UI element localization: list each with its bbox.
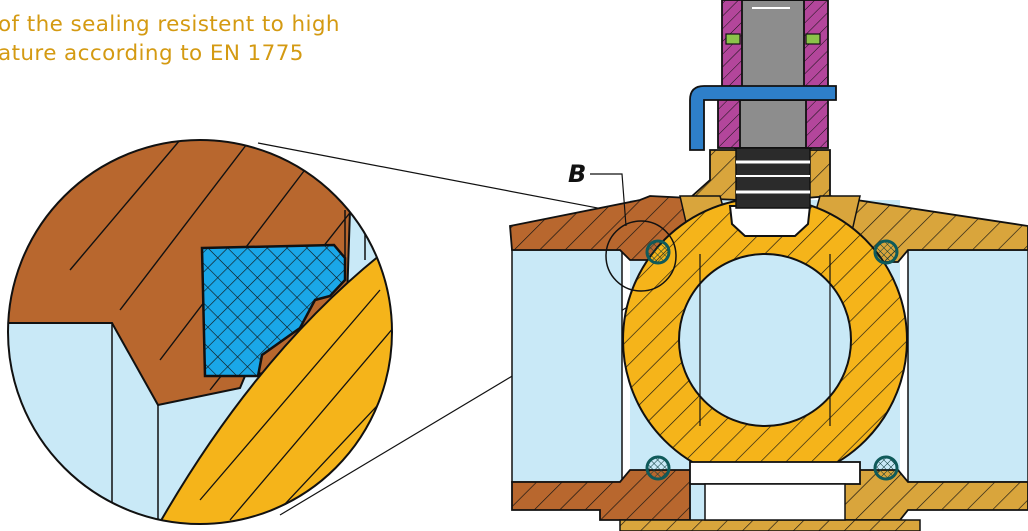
stem-tang [728,205,812,237]
valve-stem [734,0,812,209]
ball-valve-section: B [509,0,1028,531]
o-ring-left [725,33,741,45]
valve-handle [689,85,837,151]
callout-b: B [568,160,627,227]
o-ring-right [805,33,821,45]
caption-line-2: ature according to EN 1775 [0,41,304,66]
ball-bottom-slot [689,461,861,485]
valve-ball [622,197,908,521]
gland-nut [717,0,829,149]
seat-seals [645,239,899,481]
right-bore [907,249,1028,483]
ball-bore [678,253,852,427]
magnified-seal-detail [7,139,393,525]
caption-line-1: of the sealing resistent to high [0,12,340,37]
callout-b-label: B [568,160,586,188]
detail-b-marker [605,220,677,292]
left-body-copper [509,195,691,521]
caption: of the sealing resistent to high ature a… [0,10,518,68]
left-bore [511,249,623,483]
